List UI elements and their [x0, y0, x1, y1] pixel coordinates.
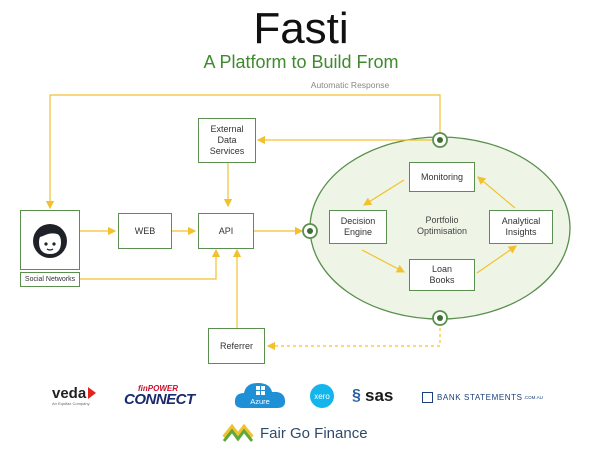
loan-books-box: Loan Books — [409, 259, 475, 291]
automatic-response-arrow — [45, 94, 441, 210]
fair-go-text: Fair Go Finance — [260, 424, 368, 442]
node-to-referrer-arrow — [266, 328, 441, 351]
referrer-box: Referrer — [208, 328, 265, 364]
xero-text: xero — [314, 391, 330, 401]
social-face-box — [20, 210, 80, 270]
social-to-api-arrow — [80, 248, 221, 280]
decision-to-loan-arrow — [361, 249, 406, 273]
fair-go-finance-logo: Fair Go Finance — [222, 421, 392, 445]
finpower-bottom-text: CONNECT — [124, 391, 195, 408]
bank-statements-icon — [422, 391, 433, 403]
sas-logo: § sas — [352, 385, 402, 407]
page-subtitle: A Platform to Build From — [203, 52, 399, 72]
fair-go-icon — [222, 423, 254, 442]
top-node — [432, 132, 448, 148]
azure-logo: Azure — [232, 378, 288, 412]
analytical-to-monitoring-arrow — [477, 176, 516, 209]
external-data-services-box: External Data Services — [198, 118, 256, 163]
finpower-top-text: finPOWER — [138, 384, 178, 393]
azure-text: Azure — [250, 397, 270, 406]
face-icon — [33, 224, 67, 258]
bottom-node — [432, 310, 448, 326]
veda-text: veda — [52, 385, 87, 402]
xero-logo: xero — [310, 384, 334, 408]
veda-arrow-icon — [88, 387, 97, 399]
page-title: Fasti — [253, 4, 349, 53]
analytical-insights-box: Analytical Insights — [489, 210, 553, 244]
sas-text: sas — [365, 386, 394, 405]
social-networks-label: Social Networks — [20, 272, 80, 287]
finpower-logo: finPOWER CONNECT — [124, 384, 212, 410]
sas-swirl-icon: § — [352, 387, 361, 404]
decision-engine-box: Decision Engine — [329, 210, 387, 244]
bank-statements-logo: BANK STATEMENTS .COM.AU — [422, 389, 552, 405]
web-box: WEB — [118, 213, 172, 249]
automatic-response-label: Automatic Response — [310, 80, 390, 90]
loan-to-analytical-arrow — [476, 245, 517, 274]
veda-subtext: An Equifax Company — [52, 401, 90, 406]
bank-statements-text: BANK STATEMENTS — [437, 392, 523, 402]
api-box: API — [198, 213, 254, 249]
portfolio-optimisation-label: Portfolio Optimisation — [416, 215, 468, 236]
bank-statements-suffix: .COM.AU — [523, 394, 543, 400]
monitoring-to-decision-arrow — [362, 179, 405, 206]
monitoring-box: Monitoring — [409, 162, 475, 192]
veda-logo: veda An Equifax Company — [52, 385, 106, 409]
left-node — [302, 223, 318, 239]
azure-cloud-icon — [234, 383, 286, 408]
